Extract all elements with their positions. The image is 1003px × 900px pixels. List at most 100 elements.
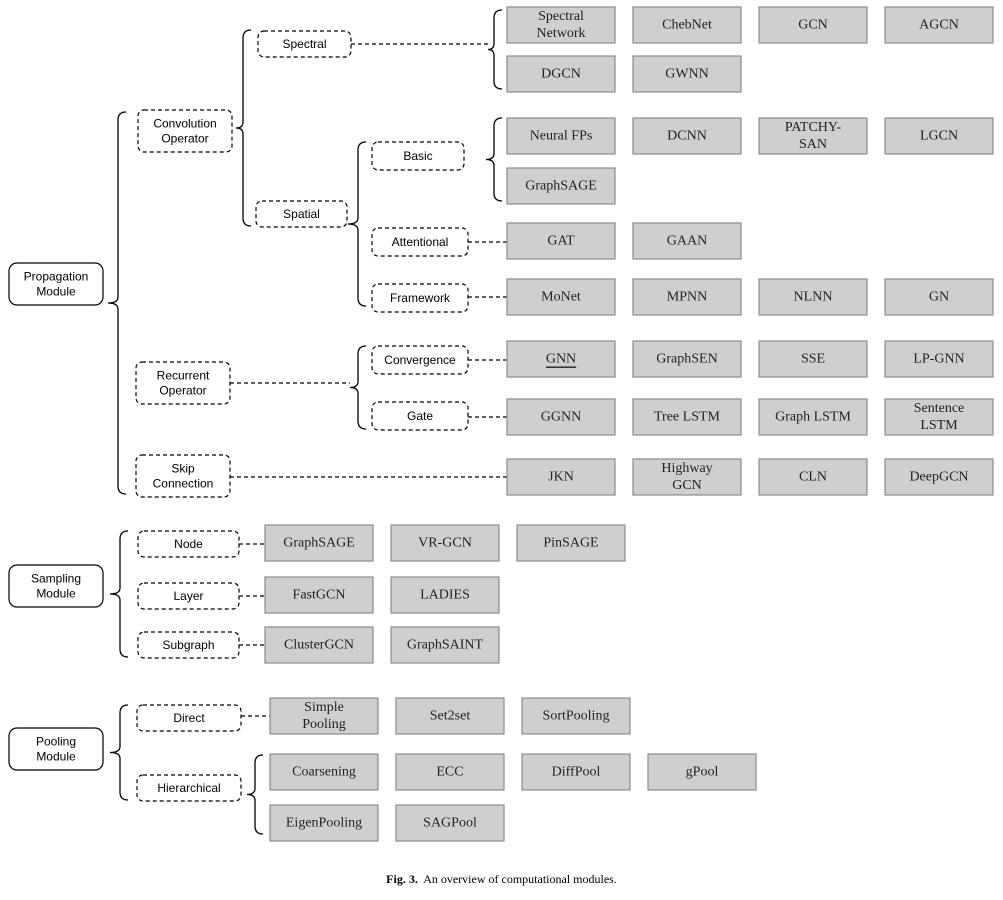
model-hierarchical-diffpool-label: DiffPool [552, 765, 601, 780]
model-convergence-graphsen-shape [632, 340, 742, 378]
caption-text: An overview of computational modules. [423, 872, 617, 886]
model-basic-patchy-san: PATCHY- SAN [758, 117, 868, 155]
attentional-box: Attentional [371, 227, 469, 257]
model-node-graphsage-label: GraphSAGE [283, 536, 355, 551]
model-subgraph-graphsaint-label: GraphSAINT [407, 638, 484, 653]
figure-caption: Fig. 3. An overview of computational mod… [0, 872, 1003, 887]
model-node-vr-gcn-shape [390, 524, 500, 562]
model-hierarchical-eigenpooling-label: EigenPooling [286, 816, 362, 831]
model-spectral-gwnn-shape [632, 55, 742, 93]
sampling-module-box-label: Module [36, 587, 76, 601]
model-skip-jkn: JKN [506, 458, 616, 496]
model-basic-patchy-san-label: PATCHY- [785, 120, 842, 135]
model-node-graphsage: GraphSAGE [264, 524, 374, 562]
model-subgraph-clustergcn: ClusterGCN [264, 626, 374, 664]
model-skip-highway-gcn-label: GCN [672, 478, 702, 493]
model-gate-sentence-lstm-label: Sentence [914, 401, 965, 416]
convergence-box: Convergence [371, 345, 469, 375]
model-hierarchical-ecc: ECC [395, 753, 505, 791]
model-basic-dcnn-label: DCNN [667, 129, 707, 144]
model-skip-deepgcn: DeepGCN [884, 458, 994, 496]
basic-box-label: Basic [403, 149, 432, 163]
model-framework-mpnn-label: MPNN [667, 290, 707, 305]
convolution-bracket [235, 29, 252, 227]
model-spectral-gcn-label: GCN [798, 18, 828, 33]
model-skip-cln-label: CLN [799, 470, 827, 485]
propagation-module-box-shape [8, 262, 104, 306]
model-spectral-agcn: AGCN [884, 6, 994, 44]
model-subgraph-graphsaint-shape [390, 626, 500, 664]
model-hierarchical-eigenpooling: EigenPooling [269, 804, 379, 842]
model-spectral-agcn-shape [884, 6, 994, 44]
model-skip-jkn-shape [506, 458, 616, 496]
model-skip-highway-gcn-shape [632, 458, 742, 496]
model-direct-sortpooling-label: SortPooling [543, 709, 610, 724]
hierarchical-box-label: Hierarchical [157, 781, 220, 795]
model-node-pinsage-shape [516, 524, 626, 562]
model-spectral-gwnn-label: GWNN [665, 67, 709, 82]
spatial-box: Spatial [255, 200, 348, 228]
model-basic-dcnn: DCNN [632, 117, 742, 155]
model-convergence-gnn: GNN [506, 340, 616, 378]
model-basic-graphsage-label: GraphSAGE [525, 179, 597, 194]
model-convergence-graphsen-label: GraphSEN [656, 352, 717, 367]
model-direct-simple-pooling-shape [269, 697, 379, 735]
node-box-label: Node [174, 537, 203, 551]
model-gate-sentence-lstm-label: LSTM [920, 418, 958, 433]
sampling-module-box-label: Sampling [31, 572, 81, 586]
model-basic-lgcn-shape [884, 117, 994, 155]
direct-box-shape [136, 704, 242, 732]
spatial-box-shape [255, 200, 348, 228]
model-hierarchical-gpool-shape [647, 753, 757, 791]
convergence-box-label: Convergence [384, 353, 456, 367]
model-node-vr-gcn-label: VR-GCN [418, 536, 472, 551]
model-layer-ladies: LADIES [390, 576, 500, 614]
attentional-box-shape [371, 227, 469, 257]
spatial-box-label: Spatial [283, 207, 320, 221]
model-spectral-dgcn: DGCN [506, 55, 616, 93]
model-gate-ggnn: GGNN [506, 398, 616, 436]
basic-box-shape [371, 141, 465, 171]
model-direct-set2set-shape [395, 697, 505, 735]
model-skip-jkn-label: JKN [548, 470, 574, 485]
propagation-bracket [107, 111, 127, 495]
model-framework-monet: MoNet [506, 278, 616, 316]
basic-box: Basic [371, 141, 465, 171]
model-gate-graph-lstm-label: Graph LSTM [775, 410, 851, 425]
model-spectral-gwnn: GWNN [632, 55, 742, 93]
model-attentional-gat-label: GAT [547, 234, 575, 249]
model-convergence-gnn-shape [506, 340, 616, 378]
convolution-operator-box-label: Convolution [153, 117, 216, 131]
direct-box-label: Direct [173, 711, 205, 725]
model-framework-monet-shape [506, 278, 616, 316]
layer-box-shape [137, 582, 240, 610]
model-hierarchical-ecc-shape [395, 753, 505, 791]
model-gate-ggnn-shape [506, 398, 616, 436]
hierarchical-box-shape [136, 774, 242, 802]
model-basic-patchy-san-label: SAN [799, 137, 827, 152]
recurrent-operator-box-label: Recurrent [157, 369, 210, 383]
model-gate-sentence-lstm-shape [884, 398, 994, 436]
model-layer-ladies-label: LADIES [420, 588, 470, 603]
model-framework-mpnn-shape [632, 278, 742, 316]
convolution-operator-box-shape [137, 109, 233, 153]
model-gate-graph-lstm-shape [758, 398, 868, 436]
model-hierarchical-diffpool: DiffPool [521, 753, 631, 791]
model-skip-highway-gcn-label: Highway [661, 461, 712, 476]
recurrent-operator-box-label: Operator [159, 384, 206, 398]
direct-box: Direct [136, 704, 242, 732]
model-direct-simple-pooling-label: Simple [304, 700, 344, 715]
framework-box-shape [371, 283, 469, 313]
connector-lines [107, 9, 507, 835]
model-spectral-dgcn-shape [506, 55, 616, 93]
sampling-bracket [109, 530, 129, 658]
model-hierarchical-coarsening-label: Coarsening [292, 765, 356, 780]
model-gate-tree-lstm: Tree LSTM [632, 398, 742, 436]
caption-prefix: Fig. 3. [386, 872, 418, 886]
